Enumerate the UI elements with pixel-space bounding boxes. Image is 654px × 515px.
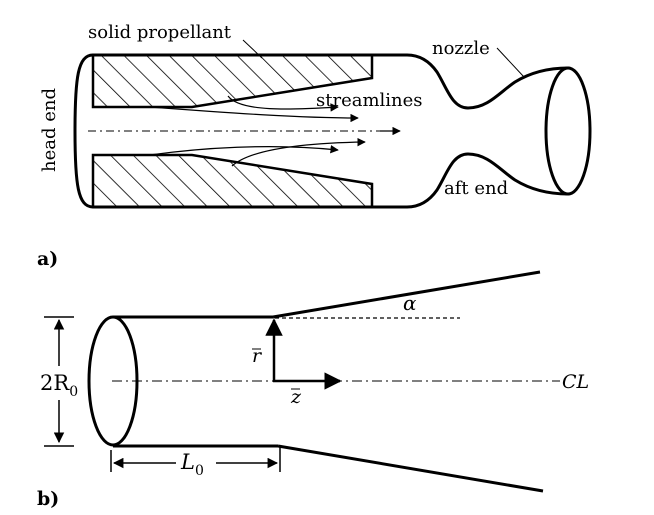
flare-top-line (272, 270, 541, 319)
centerline-label: CL (562, 371, 589, 393)
streamline-1 (149, 106, 359, 123)
nozzle-exit-ellipse (544, 66, 592, 196)
diameter-label: 2R0 (40, 371, 78, 400)
diameter-label-main: 2R (40, 371, 70, 395)
z-axis-label: z (290, 386, 302, 408)
diameter-label-subscript: 0 (69, 384, 78, 400)
propellant-grain-upper (91, 53, 374, 109)
streamline-3 (149, 145, 339, 156)
alpha-label: α (403, 291, 417, 315)
length-label: L0 (180, 450, 204, 479)
aft-end-label: aft end (444, 178, 508, 199)
nozzle-label: nozzle (432, 38, 490, 59)
motor-casing-outline (73, 53, 570, 209)
flare-bottom-line (277, 444, 544, 493)
nozzle-leader-line (496, 47, 525, 78)
head-end-label: head end (39, 88, 60, 172)
panel-b-label: b) (37, 488, 59, 510)
solid-propellant-label: solid propellant (88, 22, 232, 43)
panel-a-label: a) (37, 248, 58, 270)
streamline-2 (227, 95, 339, 112)
r-axis-label: r (252, 345, 263, 367)
panel-b: α r z CL 2R0 L0 b) (37, 270, 589, 510)
length-label-subscript: 0 (195, 463, 204, 479)
propellant-grain-lower (91, 153, 374, 209)
panel-a: head end solid propellant nozzle streaml… (37, 22, 592, 270)
length-label-backdrop (176, 448, 216, 480)
propellant-leader-line (242, 39, 263, 59)
streamlines-label: streamlines (316, 90, 423, 111)
diameter-label-backdrop (38, 366, 86, 400)
length-label-main: L (180, 450, 195, 474)
streamline-4 (231, 137, 366, 167)
